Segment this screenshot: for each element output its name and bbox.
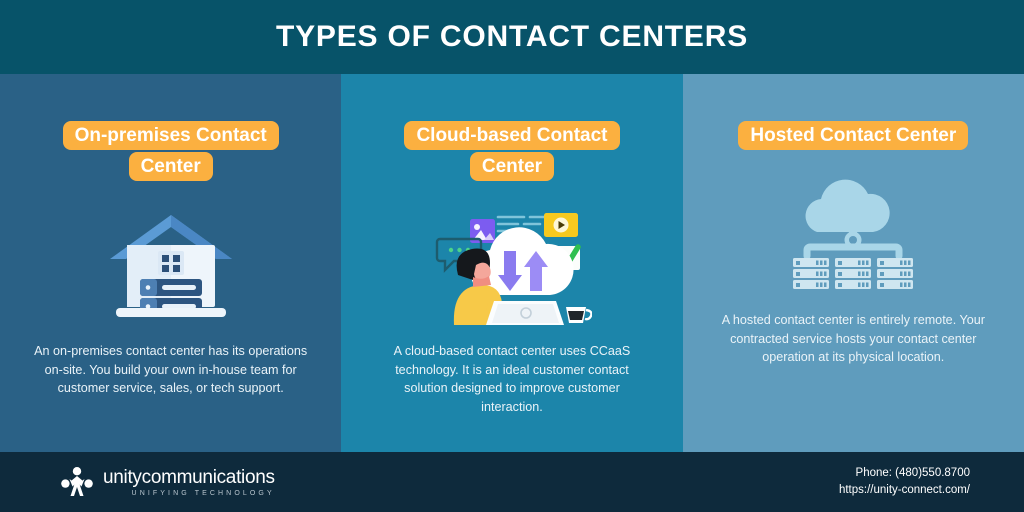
cloud-datacenter-icon	[793, 179, 914, 289]
column-title-cloud-based: Cloud-based Contact Center	[384, 120, 639, 182]
phone-number: Phone: (480)550.8700	[855, 467, 970, 479]
footer-bar: unitycommunications UNIFYING TECHNOLOGY …	[0, 452, 1024, 512]
logo-tagline: UNIFYING TECHNOLOGY	[131, 489, 275, 497]
coffee-cup-icon	[565, 307, 592, 323]
title-badge: Hosted Contact Center	[738, 121, 969, 150]
header-bar: TYPES OF CONTACT CENTERS	[0, 0, 1024, 74]
contact-info: Phone: (480)550.8700 https://unity-conne…	[839, 465, 970, 499]
cloud-shape-icon	[470, 227, 574, 295]
title-badge: On-premises Contact Center	[62, 121, 279, 181]
unity-people-star-icon	[61, 467, 93, 496]
page-title: TYPES OF CONTACT CENTERS	[276, 20, 748, 53]
title-badge: Cloud-based Contact Center	[404, 121, 620, 181]
column-description-cloud-based: A cloud-based contact center uses CCaaS …	[393, 344, 631, 414]
video-play-card-icon	[543, 213, 578, 237]
column-description-hosted: A hosted contact center is entirely remo…	[721, 313, 985, 364]
house-server-icon	[109, 215, 232, 317]
company-logo: unitycommunications UNIFYING TECHNOLOGY	[60, 466, 275, 498]
column-on-premises: On-premises Contact Center	[0, 74, 342, 452]
website-url[interactable]: https://unity-connect.com/	[838, 484, 970, 496]
laptop-icon	[485, 301, 564, 325]
illustration-cloud-based	[341, 204, 682, 325]
person-at-laptop-icon	[453, 248, 510, 325]
column-hosted: Hosted Contact Center	[682, 74, 1024, 452]
illustration-hosted	[683, 173, 1024, 293]
column-cloud-based: Cloud-based Contact Center	[341, 74, 683, 452]
column-title-hosted: Hosted Contact Center	[711, 120, 996, 151]
cloud-collaboration-icon	[435, 213, 592, 325]
image-thumbnail-icon	[469, 219, 495, 243]
illustration-on-premises	[0, 204, 341, 324]
column-description-on-premises: An on-premises contact center has its op…	[34, 344, 308, 395]
logo-name: unitycommunications	[103, 466, 275, 488]
sync-arrows-icon	[497, 251, 548, 291]
column-title-on-premises: On-premises Contact Center	[43, 120, 298, 182]
logo-text-block: unitycommunications UNIFYING TECHNOLOGY	[103, 468, 275, 497]
server-racks-group	[793, 257, 914, 289]
columns-container: On-premises Contact Center	[0, 74, 1024, 452]
